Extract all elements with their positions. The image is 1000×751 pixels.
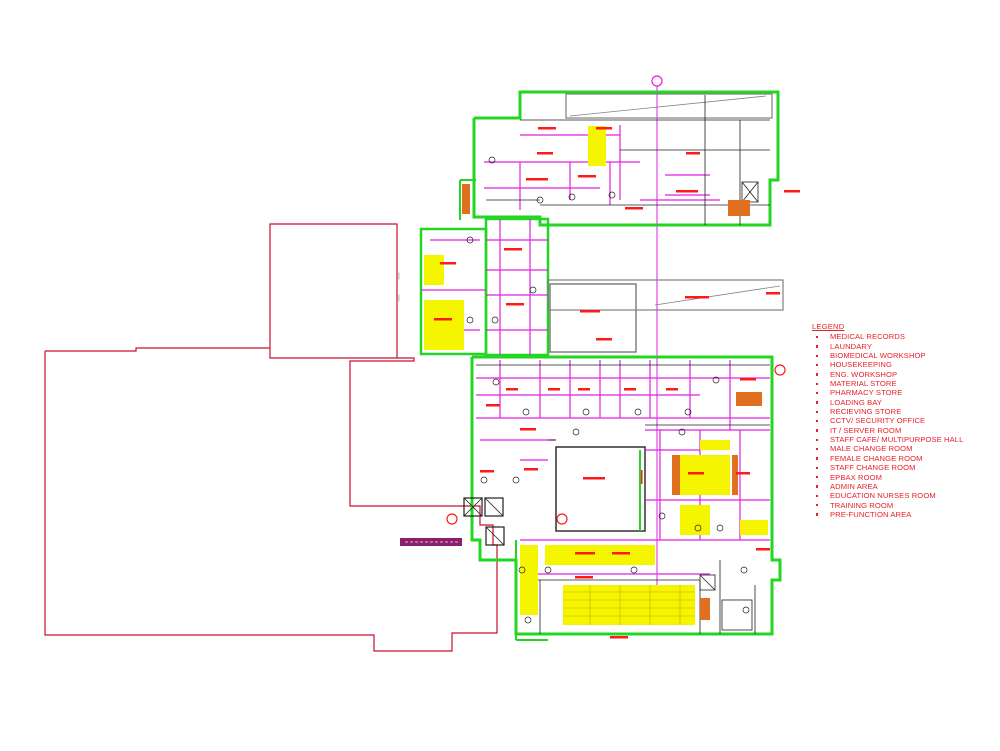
fixtures (462, 184, 762, 620)
seating-rows (563, 585, 695, 625)
legend-item: IT / SERVER ROOM (812, 426, 963, 435)
site-boundary (44, 223, 498, 652)
exterior-wall (470, 355, 782, 636)
legend-item: FEMALE CHANGE ROOM (812, 454, 963, 463)
boundary-marker: | (398, 295, 400, 302)
boundary-marker: | (398, 273, 400, 280)
legend-item: EPBAX ROOM (812, 473, 963, 482)
stair-core-x (485, 526, 505, 546)
legend-item: LOADING BAY (812, 398, 963, 407)
legend-item: LAUNDARY (812, 342, 963, 351)
inner-gray-box (549, 283, 637, 353)
legend-item: STAFF CHANGE ROOM (812, 463, 963, 472)
legend: LEGEND MEDICAL RECORDS LAUNDARY BIOMEDIC… (812, 322, 963, 519)
linework-lower (476, 364, 770, 634)
legend-item: RECIEVING STORE (812, 407, 963, 416)
seating-areas (424, 126, 768, 625)
stair-core-x (463, 497, 483, 517)
roof-hatch (569, 95, 767, 117)
legend-item: STAFF CAFE/ MULTIPURPOSE HALL (812, 435, 963, 444)
roof-hatch (654, 285, 781, 306)
legend-title: LEGEND (812, 322, 845, 331)
building (419, 90, 800, 641)
stair-core (484, 497, 504, 517)
door-swings (466, 156, 750, 624)
legend-item: ENG. WORKSHOP (812, 370, 963, 379)
legend-item: TRAINING ROOM (812, 501, 963, 510)
legend-item: EDUCATION NURSES ROOM (812, 491, 963, 500)
room-labels (434, 127, 800, 639)
courtyard (555, 446, 646, 532)
legend-item: PHARMACY STORE (812, 388, 963, 397)
legend-item: HOUSEKEEPING (812, 360, 963, 369)
green-accents (459, 94, 641, 641)
legend-item: CCTV/ SECURITY OFFICE (812, 416, 963, 425)
legend-item: MEDICAL RECORDS (812, 332, 963, 341)
stair-core (463, 497, 483, 517)
linework-top (486, 95, 770, 225)
grid-marker (446, 513, 458, 525)
stair-core (485, 526, 505, 546)
site-boundary-return (45, 347, 270, 352)
grid-marker (651, 75, 663, 87)
top-gray-block (565, 93, 773, 119)
partitions-lower (476, 360, 770, 575)
legend-list: MEDICAL RECORDS LAUNDARY BIOMEDICAL WORK… (812, 332, 963, 519)
legend-item: MATERIAL STORE (812, 379, 963, 388)
partitions-middle (421, 219, 548, 355)
legend-item: MALE CHANGE ROOM (812, 444, 963, 453)
grid-marker (774, 364, 786, 376)
legend-item: BIOMEDICAL WORKSHOP (812, 351, 963, 360)
legend-item: ADMIN AREA (812, 482, 963, 491)
stair-core-x (484, 497, 504, 517)
grid-marker (556, 513, 568, 525)
legend-item: PRE-FUNCTION AREA (812, 510, 963, 519)
